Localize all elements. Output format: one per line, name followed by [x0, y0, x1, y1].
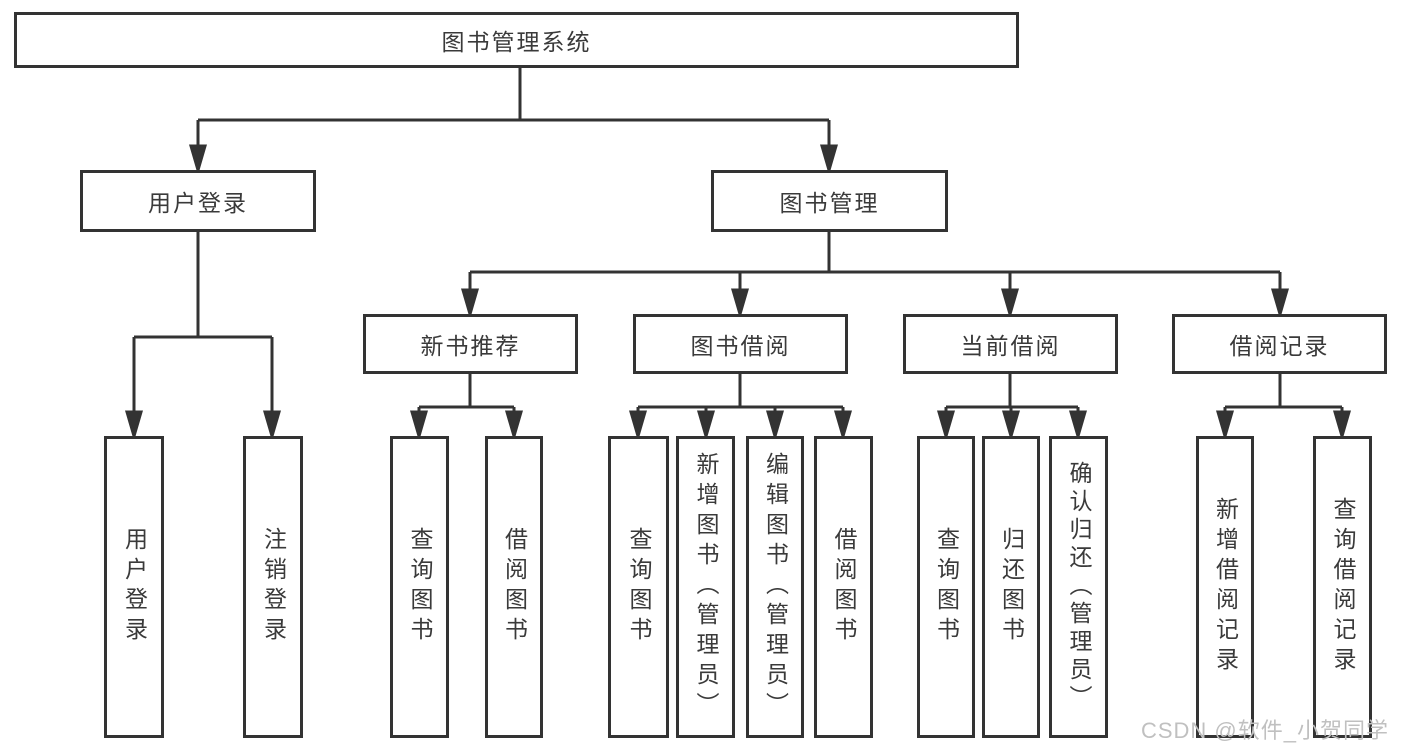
node-label: 图书管理系统	[441, 29, 592, 55]
node-user-login-leaf: 用户登录	[104, 436, 164, 738]
node-query-book-borrowing: 查询图书	[608, 436, 669, 738]
node-label: 当前借阅	[960, 333, 1061, 359]
node-add-book-admin: 新增图书（管理员）	[676, 436, 735, 738]
connector-current-borrowing-children	[937, 374, 1087, 442]
node-label: 确认归还（管理员）	[1066, 461, 1092, 713]
node-label: 图书借阅	[690, 333, 791, 359]
node-add-borrow-record: 新增借阅记录	[1196, 436, 1254, 738]
node-borrow-book: 借阅图书	[814, 436, 873, 738]
node-label: 查询借阅记录	[1330, 497, 1356, 677]
node-confirm-return-admin: 确认归还（管理员）	[1049, 436, 1108, 738]
connector-book-borrowing-children	[629, 374, 852, 442]
connector-root-to-level2	[189, 68, 838, 176]
node-query-borrow-record: 查询借阅记录	[1313, 436, 1372, 738]
node-book-management: 图书管理	[711, 170, 948, 232]
node-label: 图书管理	[779, 190, 880, 216]
connector-book-management-children	[461, 232, 1289, 320]
node-user-login: 用户登录	[80, 170, 316, 232]
node-label: 新书推荐	[420, 333, 521, 359]
node-label: 归还图书	[998, 527, 1025, 647]
node-borrow-book-recommend: 借阅图书	[485, 436, 543, 738]
node-current-borrowing: 当前借阅	[903, 314, 1118, 374]
node-label: 用户登录	[121, 527, 148, 647]
node-logout: 注销登录	[243, 436, 303, 738]
node-book-borrowing: 图书借阅	[633, 314, 848, 374]
node-label: 查询图书	[407, 527, 433, 647]
node-query-book-recommend: 查询图书	[390, 436, 449, 738]
node-return-book: 归还图书	[982, 436, 1040, 738]
node-borrowing-records: 借阅记录	[1172, 314, 1387, 374]
node-new-book-recommendation: 新书推荐	[363, 314, 578, 374]
node-label: 新增图书（管理员）	[693, 452, 719, 722]
node-label: 借阅图书	[831, 527, 857, 647]
csdn-watermark: CSDN @软件_小贺同学	[1140, 718, 1389, 743]
node-label: 编辑图书（管理员）	[762, 452, 789, 722]
node-label: 注销登录	[260, 527, 287, 647]
connector-borrowing-records-children	[1216, 374, 1351, 442]
node-label: 查询图书	[626, 527, 652, 647]
node-query-book-current: 查询图书	[917, 436, 975, 738]
node-label: 新增借阅记录	[1212, 497, 1239, 677]
connector-user-login-children	[125, 232, 281, 442]
node-library-management-system: 图书管理系统	[14, 12, 1019, 68]
node-label: 查询图书	[933, 527, 960, 647]
node-label: 借阅图书	[501, 527, 528, 647]
connector-new-book-children	[410, 374, 523, 442]
node-edit-book-admin: 编辑图书（管理员）	[746, 436, 804, 738]
node-label: 用户登录	[148, 190, 248, 216]
node-label: 借阅记录	[1229, 333, 1330, 359]
